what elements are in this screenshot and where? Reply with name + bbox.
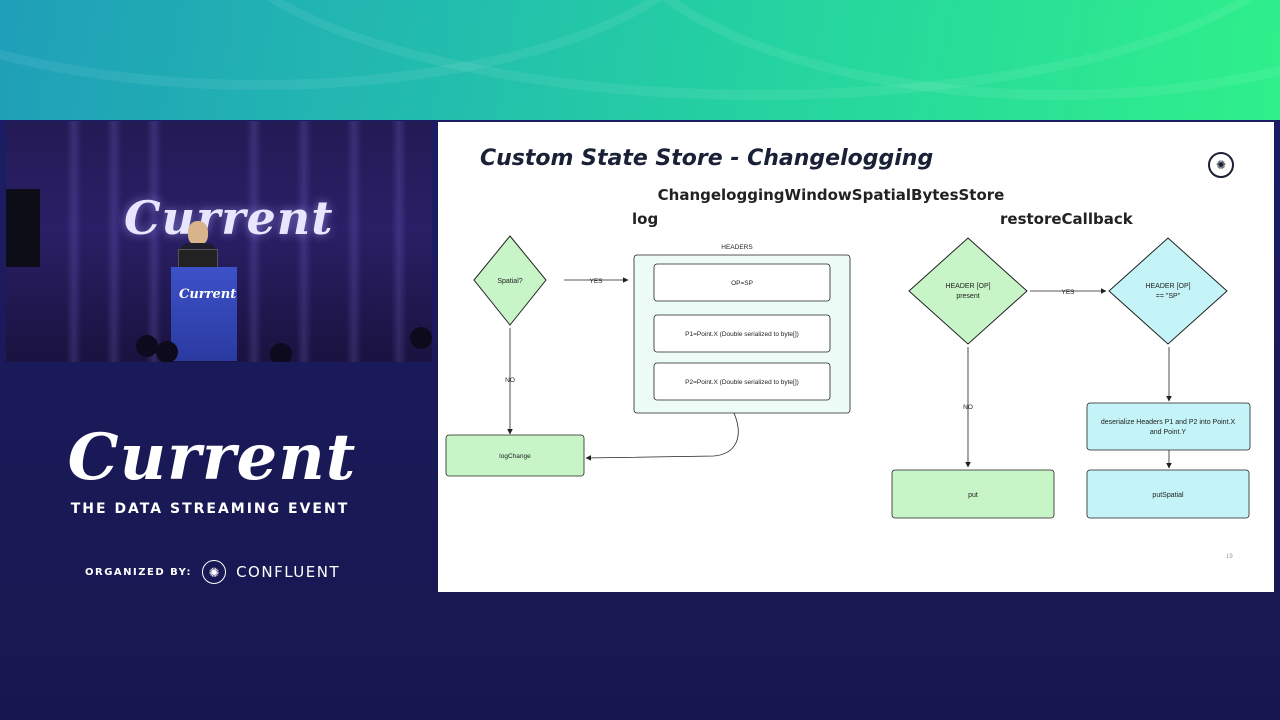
organizer-name: CONFLUENT [236,563,341,581]
restore-yes-label: YES [1061,289,1075,296]
header-present-diamond [908,237,1028,345]
putspatial-box [1086,469,1250,519]
deserialize-box [1086,402,1251,451]
headers-title: HEADERS [721,244,753,251]
audience-head [136,335,158,357]
header-gradient-band [0,0,1280,120]
put-box [891,469,1055,519]
log-column-heading: log [632,210,659,228]
header-sp-diamond [1108,237,1228,345]
slide-title: Custom State Store - Changelogging [480,146,934,171]
audience-head [270,343,292,362]
audience-head [410,327,432,349]
deserialize-line2: and Point.Y [1150,429,1187,436]
no-label: NO [505,377,515,384]
header-item-p1-text: P1=Point.X (Double serialized to byte[]) [685,331,799,338]
header-item-p1 [653,314,831,353]
restore-no-label: NO [963,404,973,411]
put-label: put [968,492,978,499]
logchange-label: logChange [499,453,531,460]
spatial-decision-label: Spatial? [497,278,522,285]
yes-label: YES [589,278,603,285]
header-item-p2-text: P2=Point.X (Double serialized to byte[]) [685,379,799,386]
header-sp-line1: HEADER [OP] [1145,283,1190,290]
event-logo: Current [67,420,357,495]
organizer-credit: ORGANIZED BY: ✺ CONFLUENT [85,560,340,584]
presentation-slide: Custom State Store - Changelogging ✺ Cha… [438,122,1274,592]
deserialize-line1: deserialize Headers P1 and P2 into Point… [1101,419,1236,426]
podium: Current [171,267,237,361]
putspatial-label: putSpatial [1152,492,1184,499]
event-tagline: THE DATA STREAMING EVENT [70,501,350,517]
spatial-decision-diamond [473,235,547,326]
confluent-logo-icon: ✺ [1208,152,1234,178]
headers-to-logchange-arrow [585,412,739,461]
speaker-video-feed: Current Current [6,121,432,362]
organized-by-label: ORGANIZED BY: [85,566,193,578]
header-item-op-text: OP=SP [731,280,753,287]
logchange-box [445,434,585,477]
header-item-op [653,263,831,302]
audience-head [156,341,178,362]
stage-logo-text: Current [124,191,334,245]
flowchart-diagram: Spatial? YES NO HEADERS OP=SP P1=Point.X… [445,235,1251,519]
podium-logo-text: Current [179,287,237,302]
header-present-line1: HEADER [OP] [945,283,990,290]
header-present-line2: present [956,293,979,300]
presenter-head [188,221,208,245]
confluent-logo-icon: ✺ [202,560,227,584]
stage-speaker-cabinet [6,189,40,267]
laptop [178,249,218,269]
header-item-p2 [653,362,831,401]
slide-subtitle: ChangeloggingWindowSpatialBytesStore [657,186,1005,204]
slide-page-number: 19 [1226,554,1233,560]
header-sp-line2: == "SP" [1156,293,1181,300]
restore-column-heading: restoreCallback [1000,210,1133,228]
